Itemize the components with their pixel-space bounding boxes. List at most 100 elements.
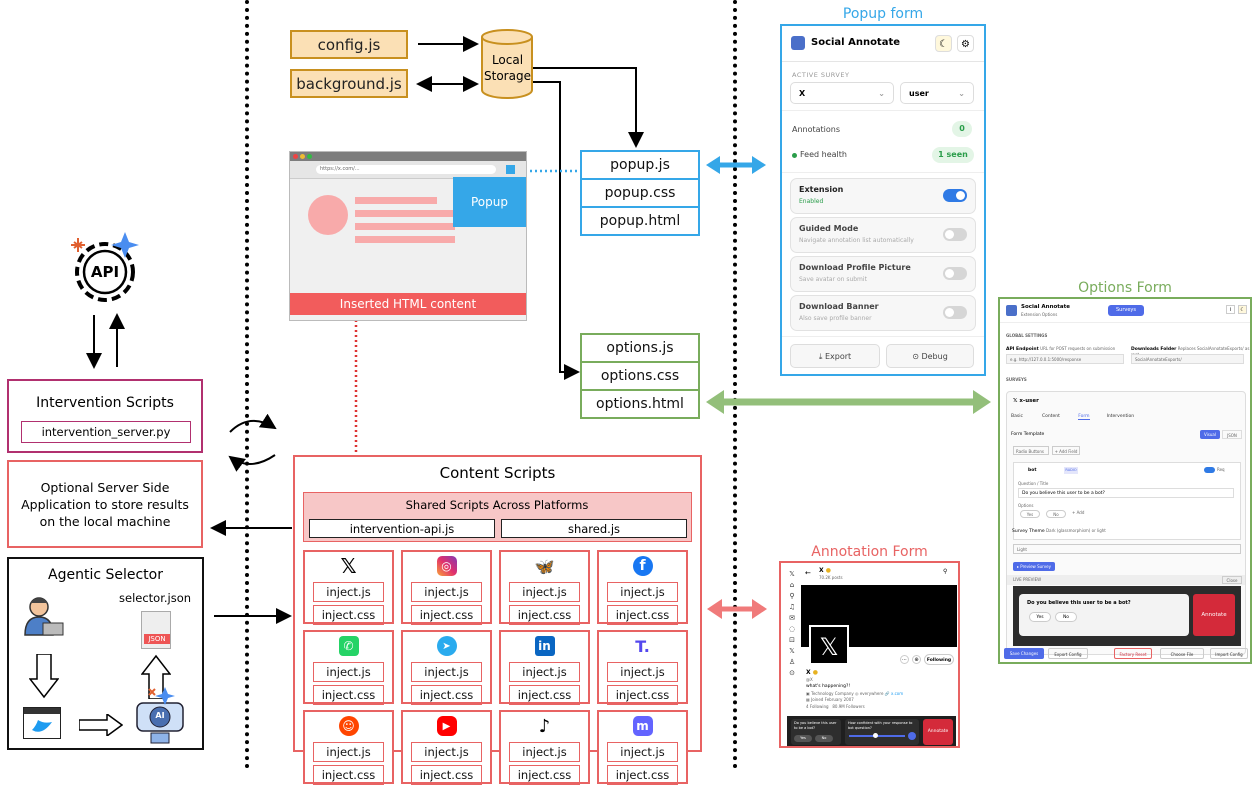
settings-gear-icon[interactable]: ⚙ [957,35,974,52]
separator-right [733,0,737,769]
storage-label-2: Storage [484,69,531,83]
notify-icon[interactable]: ⊕ [912,655,921,664]
setting-toggle[interactable] [943,267,967,280]
more-icon[interactable]: ⊙ [789,669,795,677]
survey-select-value: user [909,89,929,98]
field-type-badge: RADIO [1064,467,1078,474]
theme-toggle-button[interactable]: ☾ [935,35,952,52]
feed-seen-badge: 1 seen [932,147,974,163]
grok-icon[interactable]: ◌ [788,625,796,633]
footer-button-export-config[interactable]: Export Config [1048,648,1088,659]
setting-subtitle: Also save profile banner [799,315,872,322]
json-toggle[interactable]: JSON [1222,430,1242,439]
options-css-file: options.css [580,361,700,391]
tab-content[interactable]: Content [1042,414,1060,419]
preview-no-button[interactable]: No [1055,612,1077,622]
overlay-yes-button[interactable]: Yes [794,735,812,742]
youtube-inject-css-file: inject.css [411,765,482,785]
bell-icon[interactable]: ♫ [788,603,796,611]
global-settings-label: GLOBAL SETTINGS [1006,333,1048,338]
preview-annotate-button[interactable]: Annotate [1193,594,1235,636]
telegram-icon: ➤ [436,636,457,656]
required-toggle[interactable] [1204,467,1215,473]
debug-button[interactable]: ⊙ Debug [886,344,974,368]
meta-link[interactable]: x.com [890,691,904,696]
overlay-annotate-button[interactable]: Annotate [923,719,953,745]
config-js-file: config.js [290,30,408,59]
following-button[interactable]: Following [924,654,954,665]
footer-button-factory-reset[interactable]: Factory Reset [1114,648,1152,659]
x-icon: 𝕏 [338,554,359,578]
footer-button-choose-file[interactable]: Choose File [1160,648,1204,659]
extension-icon [506,165,515,174]
search-icon[interactable]: ⚲ [943,568,948,575]
confidence-slider-thumb[interactable] [873,733,878,738]
home-icon[interactable]: ⌂ [789,581,795,589]
x-premium-icon[interactable]: 𝕏 [789,647,795,655]
bookmark-icon[interactable]: ⊡ [789,636,795,644]
x-logo-icon[interactable]: 𝕏 [789,570,795,578]
setting-title: Extension [799,185,844,194]
local-storage-icon: Local Storage [480,28,535,100]
preview-survey-button[interactable]: ▸ Preview Survey [1013,562,1055,571]
preview-question: Do you believe this user to be a bot? [1027,600,1131,606]
footer-button-save-changes[interactable]: Save Changes [1004,648,1044,659]
option-add-button[interactable]: + Add [1072,510,1085,515]
setting-toggle[interactable] [943,189,967,202]
confidence-submit-icon[interactable] [908,732,916,740]
back-arrow-icon[interactable]: ← [805,569,811,577]
option-yes-chip[interactable]: Yes [1020,510,1040,518]
popup-form-panel: Social Annotate ☾ ⚙ ACTIVE SURVEY X⌄ use… [780,24,986,376]
footer-button-import-config[interactable]: Import Config [1210,648,1248,659]
truth-social-icon: T. [632,636,653,656]
search-icon[interactable]: ⚲ [789,592,795,600]
intervention-scripts-box: Intervention Scripts intervention_server… [7,379,203,453]
setting-toggle[interactable] [943,228,967,241]
tab-intervention[interactable]: Intervention [1106,414,1135,419]
profile-avatar: 𝕏 [809,625,849,665]
following-count[interactable]: 4 Following [806,704,829,709]
platform-select[interactable]: X⌄ [790,82,894,104]
profile-joined: ▦ Joined February 2007 [806,697,854,702]
surveys-button[interactable]: Surveys [1108,305,1144,316]
close-preview-button[interactable]: Close [1222,576,1242,584]
question-input[interactable]: Do you believe this user to be a bot? [1018,488,1234,498]
api-endpoint-input[interactable]: e.g. http://127.0.0.1:5000/response [1006,354,1124,364]
option-no-chip[interactable]: No [1046,510,1066,518]
setting-toggle[interactable] [943,306,967,319]
info-icon[interactable]: i [1226,305,1235,314]
linkedin-inject-js-file: inject.js [509,662,580,682]
mastodon-inject-js-file: inject.js [607,742,678,762]
truth-social-inject-css-file: inject.css [607,685,678,705]
downloads-folder-input[interactable]: SocialAnnotateExports/ [1131,354,1244,364]
feed-health-label: Feed health [800,150,847,159]
tab-basic[interactable]: Basic [1011,414,1023,419]
field-card: bot RADIO Req Question / Title Do you be… [1012,462,1241,540]
export-button[interactable]: ⤓ Export [790,344,880,368]
survey-select[interactable]: user⌄ [900,82,974,104]
theme-toggle-button[interactable]: ☾ [1238,305,1247,314]
survey-name: 𝕏 x-user [1013,398,1039,404]
profile-name-header: X ● [819,567,831,574]
telegram-inject-js-file: inject.js [411,662,482,682]
options-js-file: options.js [580,333,700,363]
add-field-button[interactable]: + Add Field [1052,446,1080,455]
overlay-no-button[interactable]: No [815,735,833,742]
profile-icon[interactable]: ♙ [788,658,796,666]
preview-yes-button[interactable]: Yes [1029,612,1051,622]
visual-toggle[interactable]: Visual [1200,430,1220,439]
followers-count[interactable]: 80.9M Followers [832,704,865,709]
browser-bird-icon [23,707,61,739]
mail-icon[interactable]: ✉ [789,614,795,622]
theme-select[interactable]: Light [1013,544,1241,554]
tab-form[interactable]: Form [1078,414,1090,420]
field-type-select[interactable]: Radio Buttons [1013,446,1049,455]
more-options-icon[interactable]: ⋯ [900,655,909,664]
